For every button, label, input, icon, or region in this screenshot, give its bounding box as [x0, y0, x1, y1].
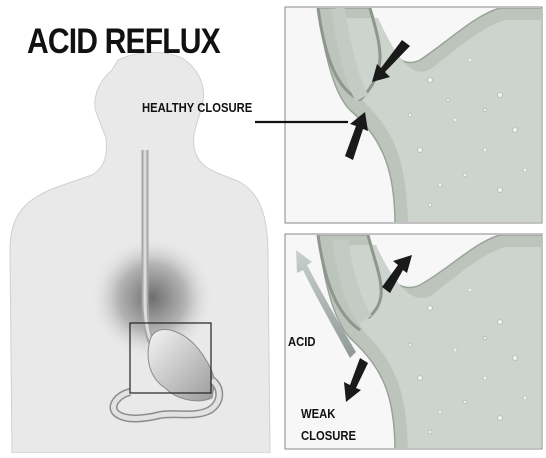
closure-label: CLOSURE: [301, 429, 356, 443]
healthy-panel: [255, 7, 545, 225]
acid-label: ACID: [288, 335, 316, 349]
weak-label: WEAK: [301, 407, 335, 421]
healthy-closure-label: HEALTHY CLOSURE: [142, 101, 252, 115]
diagram-title: ACID REFLUX: [27, 22, 220, 62]
